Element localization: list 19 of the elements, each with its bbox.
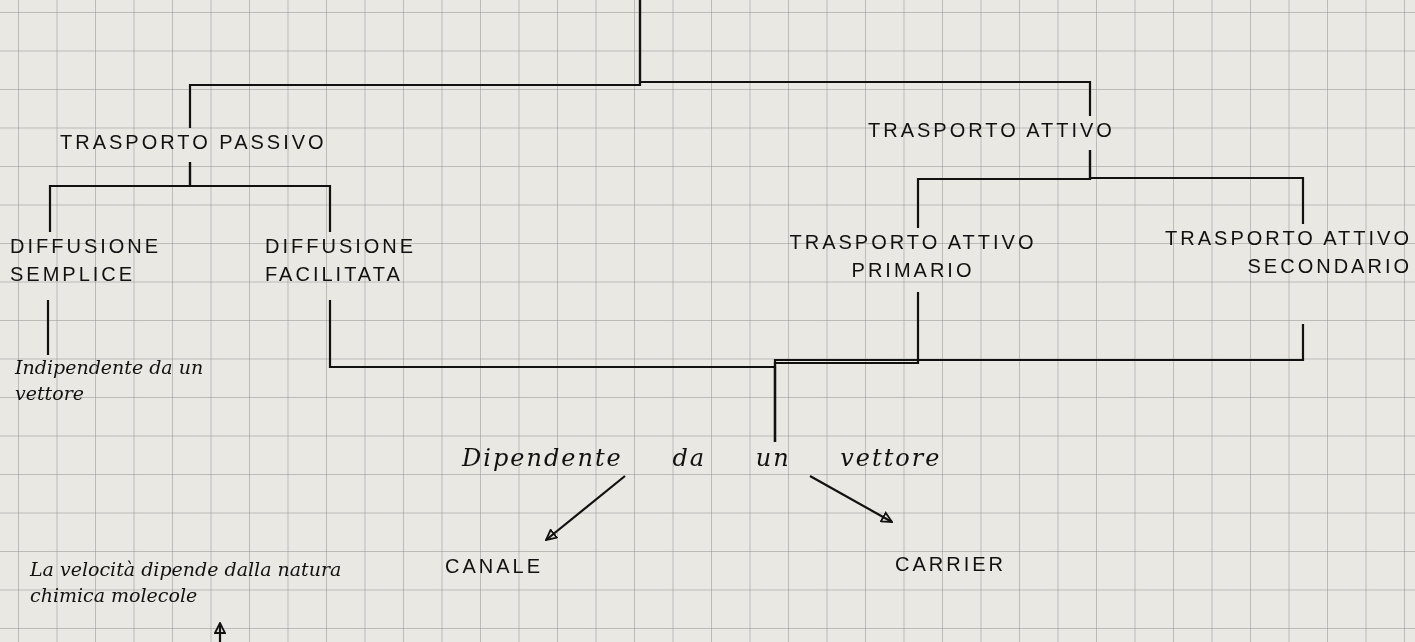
connector-line (46, 300, 50, 355)
arrow (214, 622, 226, 642)
connector-line (773, 324, 1305, 442)
concept-label: TRASPORTO ATTIVO (868, 116, 1218, 150)
connector-line (638, 0, 1092, 116)
concept-label: Dipendente da un vettore (462, 442, 1037, 476)
connector-line (1088, 150, 1305, 224)
concept-label: DIFFUSIONE FACILITATA (265, 232, 465, 300)
concept-label: CARRIER (895, 550, 1055, 586)
concept-label: TRASPORTO ATTIVO SECONDARIO (1150, 224, 1412, 324)
concept-label: CANALE (445, 552, 595, 588)
concept-label: DIFFUSIONE SEMPLICE (10, 232, 185, 300)
arrow (809, 475, 893, 523)
concept-label: TRASPORTO ATTIVO PRIMARIO (778, 228, 1048, 292)
concept-label: TRASPORTO PASSIVO (60, 128, 390, 162)
connector-line (188, 162, 332, 232)
arrow (545, 475, 626, 541)
concept-label: La velocità dipende dalla natura chimica molecole (30, 557, 390, 623)
concept-label: Indipendente da un vettore (15, 355, 230, 470)
